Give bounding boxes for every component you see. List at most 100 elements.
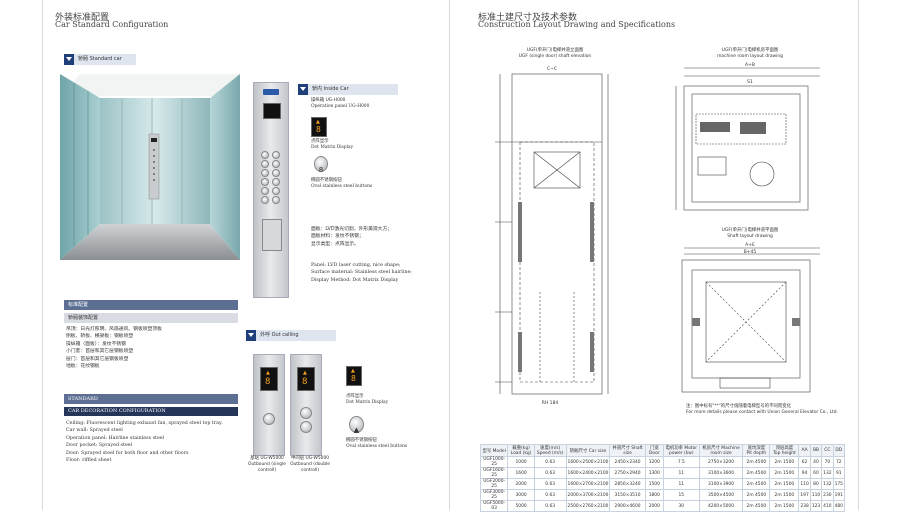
table-cell: UGF3000-25 — [479, 489, 509, 501]
hall-up-button[interactable] — [300, 407, 312, 419]
left-title-en: Car Standard Configuration — [55, 20, 169, 29]
table-cell: 110 — [809, 489, 823, 501]
table-cell: 238 — [798, 500, 811, 512]
hall-call-button[interactable] — [263, 413, 275, 425]
caption-cn: 基站 UG-W5000 — [250, 456, 284, 461]
table-cell: 2000×3700×2100 — [565, 489, 611, 501]
up-arrow-icon: ▲ — [353, 426, 360, 434]
spec-header-cell: 顶层高度 Top height — [769, 444, 800, 457]
standard-items-cn: 吊顶：日光灯照明、风扇通风、钢板喷塑顶板 侧板、轿板、横梁板：钢板喷塑 操纵箱（… — [66, 326, 162, 370]
floor-button[interactable] — [261, 169, 269, 177]
table-cell: 175 — [832, 478, 846, 490]
desc-line: Panel: LVD laser cutting, nice shape; — [311, 263, 401, 268]
config-item: Car wall: Sprayed steel — [66, 428, 123, 434]
elevation-title: UGF(单开门)电梯井道立面图 UGF (single door) shaft … — [510, 48, 600, 60]
table-cell: 3150×3510 — [609, 489, 646, 501]
table-cell: 70 — [821, 456, 834, 468]
floor-button[interactable] — [261, 178, 269, 186]
floor-button[interactable] — [272, 196, 280, 204]
table-cell: 132 — [821, 467, 834, 479]
desc-line: 面板材料：发纹不锈钢； — [311, 234, 364, 240]
config-item: Ceiling: Fluorescent lighting exhaust fa… — [66, 421, 223, 426]
table-cell: 7.5 — [662, 456, 700, 468]
table-cell: 3500×4500 — [698, 489, 744, 501]
drawing-title-cn: UGF(单开门)电梯井道立面图 — [526, 48, 584, 53]
dot-matrix-display-sample: ▲ 8 — [311, 117, 327, 137]
floor-button[interactable] — [261, 196, 269, 204]
floor-button[interactable] — [272, 169, 280, 177]
table-cell: 1500 — [644, 478, 664, 490]
up-arrow-icon: ▲ — [316, 119, 320, 125]
table-cell: 11 — [662, 467, 700, 479]
desc-line: Surface material: Stainless steel hairli… — [311, 270, 412, 276]
standard-items-en: Ceiling: Fluorescent lighting exhaust fa… — [66, 420, 223, 464]
table-cell: 62 — [798, 456, 811, 468]
table-cell: 94 — [798, 467, 811, 479]
config-item: Door: Sprayed steel for both floor and o… — [66, 450, 189, 456]
panel-display — [263, 103, 281, 119]
floor-button[interactable] — [272, 160, 280, 168]
floor-button[interactable] — [272, 151, 280, 159]
dim-label: B+45 — [744, 249, 757, 255]
drawing-title-en: UGF (single door) shaft elevation — [518, 54, 592, 59]
desc-line: 显示类型：点阵显示。 — [311, 241, 359, 247]
left-title-cn: 外装标准配置 — [55, 13, 110, 23]
hall-caption-1: 基站 UG-W5000 Outbound (single controll) — [246, 456, 288, 474]
display-digit: 8 — [316, 125, 321, 134]
hall-down-button[interactable] — [300, 421, 312, 433]
decoration-config-bar: 轿厢装饰配置 — [64, 313, 238, 323]
hall-display: ▲ 8 — [260, 367, 278, 391]
out-buttons-en: Oval stainless steel buttons — [346, 444, 408, 449]
out-buttons-cn: 椭圆不锈钢按钮 — [346, 438, 377, 443]
dim-label: RH 184 — [542, 400, 559, 406]
hall-panel-single: ▲ 8 — [253, 354, 285, 456]
floor-button[interactable] — [261, 187, 269, 195]
config-item: 地板：花纹钢板 — [66, 364, 100, 370]
floor-button[interactable] — [261, 151, 269, 159]
right-title-en: Construction Layout Drawing and Specific… — [478, 20, 676, 29]
oval-button-sample: ▲ — [349, 416, 364, 434]
out-display-en: Dot Matrix Display — [346, 400, 389, 405]
table-cell: 15 — [662, 489, 700, 501]
elevator-car-image — [60, 74, 240, 260]
spec-header-cell: 机房尺寸 Machine room size — [698, 444, 744, 457]
shaft-plan-drawing: A+E B+45 — [681, 242, 820, 393]
spec-header-cell: CC — [821, 444, 834, 457]
table-cell: 2m 1500 — [769, 467, 800, 479]
triangle-icon — [246, 330, 256, 341]
table-cell: 230 — [821, 489, 834, 501]
floor-button[interactable] — [272, 187, 280, 195]
inside-car-tag: 轿内 Inside Car — [298, 84, 398, 95]
note-cn: 注：图中标有"**"的尺寸值随着电梯型号的不同而变化 — [686, 404, 792, 409]
table-cell: 2m 1500 — [769, 478, 800, 490]
hall-digit: 8 — [265, 377, 271, 387]
hall-display: ▲ 8 — [297, 367, 315, 391]
triangle-icon — [64, 54, 74, 65]
config-item: 层门：首层和其它层钢板喷塑 — [66, 356, 129, 362]
table-cell: 3100×3600 — [698, 467, 744, 479]
standard-car-tag-label: 轿厢 Standard car — [78, 56, 122, 62]
inside-buttons-cn: 椭圆不锈钢按钮 — [311, 178, 342, 183]
table-cell: 2m 1500 — [769, 489, 800, 501]
spec-header-cell: 电机功率 Motor power (kw) — [662, 444, 700, 457]
table-cell: 0.63 — [533, 489, 567, 501]
table-cell: 1800 — [644, 489, 664, 501]
right-title-cn: 标准土建尺寸及技术参数 — [478, 13, 578, 23]
inside-display-en: Dot Matrix Display — [311, 145, 354, 150]
table-cell: 110 — [798, 478, 811, 490]
floor-button[interactable] — [261, 160, 269, 168]
table-cell: 80 — [809, 478, 823, 490]
floor-button[interactable] — [272, 178, 280, 186]
hall-digit: 8 — [302, 377, 308, 387]
table-cell: UGF2000-25 — [479, 478, 509, 490]
table-cell: 2m 4500 — [742, 489, 771, 501]
hall-caption-2: 中间层 UG-W5000 Outbound (double controll) — [288, 456, 332, 474]
spec-header-cell: 底坑深度 Pit depth — [742, 444, 771, 457]
desc-line: 面板：LVD激光切割，外形美观大方； — [311, 227, 393, 232]
note-en: For more details please contact with Uni… — [686, 410, 838, 415]
